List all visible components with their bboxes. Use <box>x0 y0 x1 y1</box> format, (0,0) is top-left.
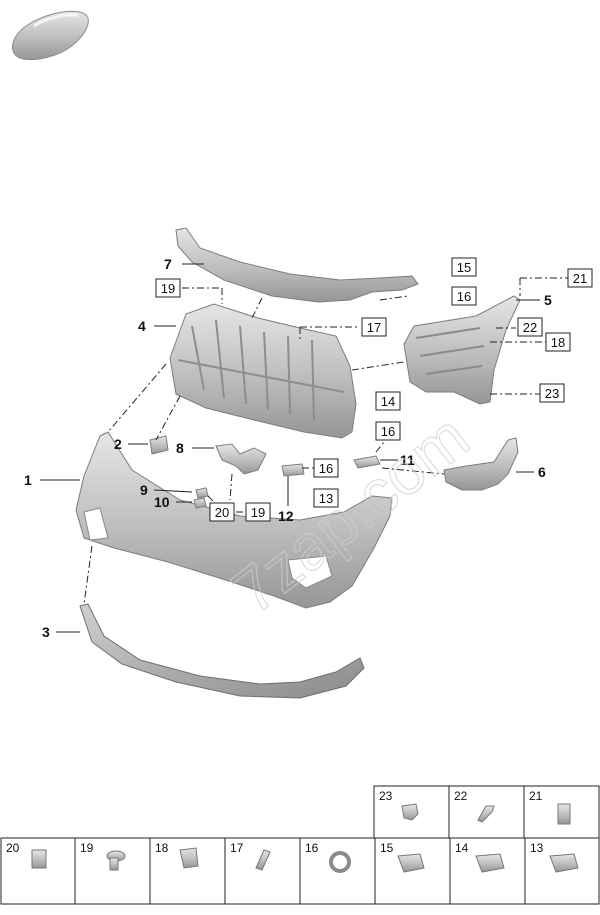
svg-text:20: 20 <box>6 841 20 855</box>
part-10-clip <box>193 497 207 509</box>
screw-icon <box>477 805 495 823</box>
svg-text:16: 16 <box>381 424 395 439</box>
table-cell-18[interactable]: 18 <box>149 837 226 905</box>
callout-4: 4 <box>138 318 146 334</box>
clip-icon <box>179 847 199 869</box>
callout-9: 9 <box>140 482 148 498</box>
table-cell-22[interactable]: 22 <box>448 785 525 839</box>
table-cell-15[interactable]: 15 <box>374 837 451 905</box>
boxed-label-16-center: 16 <box>313 458 339 478</box>
callout-8: 8 <box>176 440 184 456</box>
table-cell-19[interactable]: 19 <box>74 837 151 905</box>
svg-text:16: 16 <box>305 841 319 855</box>
part-6-air-guide <box>443 437 519 491</box>
svg-text:13: 13 <box>319 491 333 506</box>
svg-text:22: 22 <box>523 320 537 335</box>
part-4-carrier-frame <box>169 303 357 439</box>
part-8-sensor-carrier <box>215 443 267 475</box>
part-3-spoiler-lip <box>79 603 365 699</box>
part-12-bracket <box>281 463 305 477</box>
svg-text:17: 17 <box>230 841 244 855</box>
svg-text:14: 14 <box>381 394 395 409</box>
parking-sensor-icon <box>397 853 425 873</box>
svg-text:17: 17 <box>367 320 381 335</box>
svg-text:19: 19 <box>161 281 175 296</box>
svg-text:23: 23 <box>379 789 393 803</box>
table-cell-23[interactable]: 23 <box>373 785 450 839</box>
part-7-impact-strip <box>175 227 419 303</box>
boxed-label-23: 23 <box>539 383 565 403</box>
boxed-label-13: 13 <box>313 488 339 508</box>
boxed-label-16-lower: 16 <box>375 421 401 441</box>
bolt-icon <box>255 849 271 871</box>
callout-1: 1 <box>24 472 32 488</box>
callout-11: 11 <box>400 452 415 468</box>
svg-text:13: 13 <box>530 841 544 855</box>
car-thumbnail-icon <box>11 10 89 61</box>
boxed-label-16: 16 <box>451 286 477 306</box>
svg-text:19: 19 <box>251 505 265 520</box>
sensor-housing-icon <box>401 803 419 821</box>
boxed-label-22: 22 <box>517 317 543 337</box>
boxed-label-14: 14 <box>375 391 401 411</box>
part-5-side-bracket <box>403 295 521 405</box>
boxed-label-19: 19 <box>155 278 181 298</box>
svg-text:22: 22 <box>454 789 468 803</box>
callout-10: 10 <box>154 494 170 510</box>
table-cell-13[interactable]: 13 <box>524 837 600 905</box>
screw-icon <box>106 850 126 871</box>
parts-table: 23 22 21 20 <box>0 785 600 905</box>
parking-sensor-icon <box>549 853 579 873</box>
boxed-label-15: 15 <box>451 257 477 277</box>
svg-text:21: 21 <box>573 271 587 286</box>
callout-12: 12 <box>278 508 294 524</box>
callout-2: 2 <box>114 436 122 452</box>
leader-lines <box>40 263 568 633</box>
svg-text:14: 14 <box>455 841 469 855</box>
callout-6: 6 <box>538 464 546 480</box>
svg-text:16: 16 <box>457 289 471 304</box>
svg-text:18: 18 <box>551 335 565 350</box>
svg-text:21: 21 <box>529 789 543 803</box>
svg-text:23: 23 <box>545 386 559 401</box>
table-cell-21[interactable]: 21 <box>523 785 600 839</box>
speed-nut-icon <box>31 849 47 869</box>
boxed-label-21: 21 <box>567 268 593 288</box>
boxed-label-18: 18 <box>545 332 571 352</box>
boxed-label-17: 17 <box>361 317 387 337</box>
parking-sensor-icon <box>475 853 505 873</box>
table-cell-16[interactable]: 16 <box>299 837 376 905</box>
svg-text:15: 15 <box>380 841 394 855</box>
part-9-clip <box>195 487 209 499</box>
callout-3: 3 <box>42 624 50 640</box>
callout-7: 7 <box>164 256 172 272</box>
boxed-label-19-lower: 19 <box>245 502 271 522</box>
svg-text:19: 19 <box>80 841 94 855</box>
table-cell-14[interactable]: 14 <box>449 837 526 905</box>
svg-text:15: 15 <box>457 260 471 275</box>
clip-nut-icon <box>557 803 571 825</box>
part-11-bracket <box>353 455 381 469</box>
table-cell-20[interactable]: 20 <box>0 837 76 905</box>
grommet-ring-icon <box>329 851 351 873</box>
svg-text:20: 20 <box>215 505 229 520</box>
part-2-bracket <box>149 435 169 455</box>
svg-text:16: 16 <box>319 461 333 476</box>
svg-text:18: 18 <box>155 841 169 855</box>
callout-5: 5 <box>544 292 552 308</box>
boxed-label-20: 20 <box>209 502 235 522</box>
table-cell-17[interactable]: 17 <box>224 837 301 905</box>
